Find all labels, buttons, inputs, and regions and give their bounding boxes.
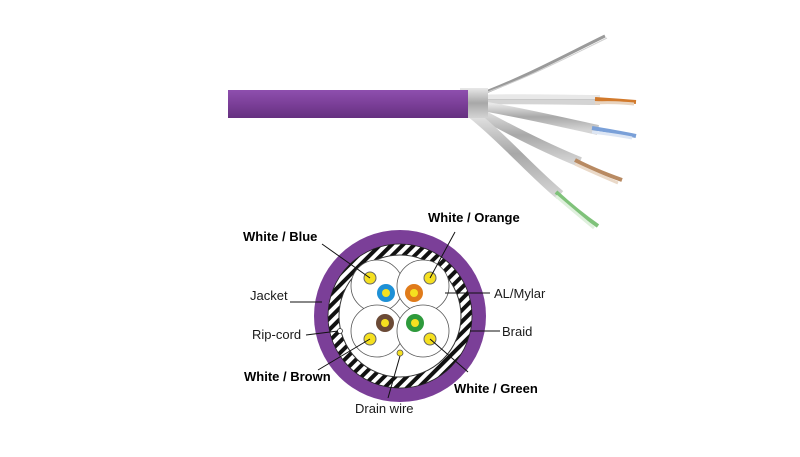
label-drain-wire: Drain wire — [355, 401, 414, 416]
label-white-orange: White / Orange — [428, 210, 520, 225]
pair-green-strand — [466, 108, 600, 230]
label-rip-cord: Rip-cord — [252, 327, 301, 342]
pair-white-brown — [350, 304, 404, 358]
label-al-mylar: AL/Mylar — [494, 286, 546, 301]
cable-illustration — [228, 34, 637, 230]
label-white-brown: White / Brown — [244, 369, 331, 384]
pair-orange-strand — [469, 94, 637, 106]
leader-lines — [290, 231, 500, 399]
label-braid: Braid — [502, 324, 532, 339]
label-white-green: White / Green — [454, 381, 538, 396]
cable-jacket — [228, 90, 468, 118]
label-jacket: Jacket — [250, 288, 288, 303]
cross-section-diagram: White / Blue White / Orange Jacket AL/My… — [243, 210, 546, 416]
pair-white-orange — [396, 259, 450, 313]
pair-white-blue — [350, 259, 404, 313]
rip-cord-dot — [337, 328, 343, 334]
label-white-blue: White / Blue — [243, 229, 317, 244]
drain-wire-dot — [396, 349, 404, 357]
drain-wire-strand — [469, 34, 608, 100]
